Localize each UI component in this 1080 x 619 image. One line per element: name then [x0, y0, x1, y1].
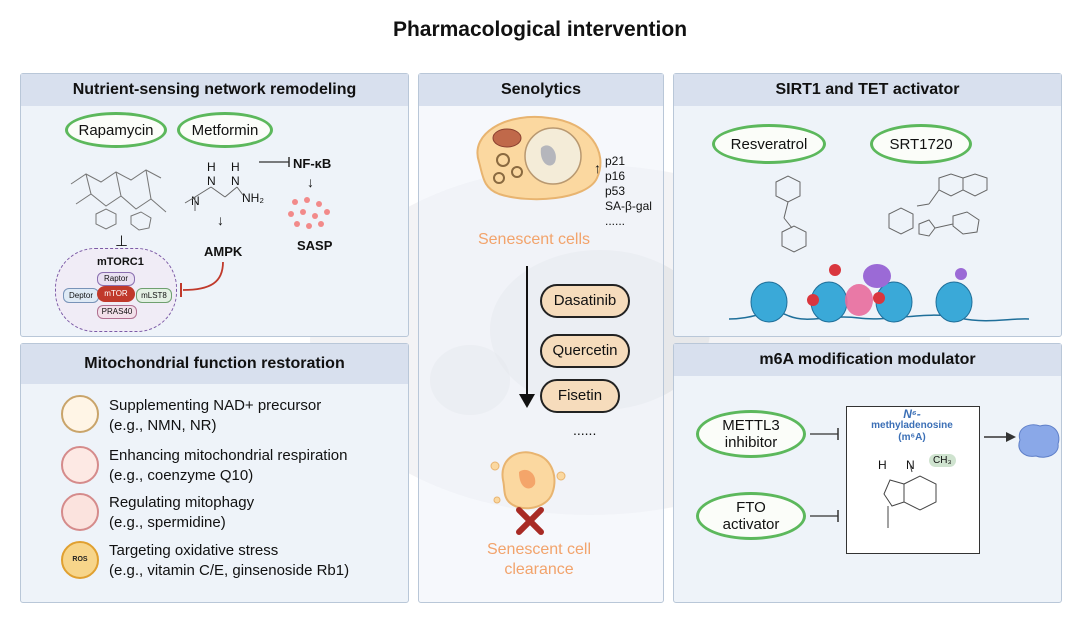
chromatin-icon — [728, 264, 1030, 323]
mitochondrial-panel: Mitochondrial function restoration Suppl… — [20, 343, 409, 603]
senescent-cells-label: Senescent cells — [477, 231, 591, 248]
marker-p16: p16 — [605, 169, 626, 183]
m6a-ch3-label: CH₃ — [929, 454, 956, 467]
senolytics-panel-header: Senolytics — [419, 74, 663, 106]
nfkb-down-arrow: ↓ — [307, 174, 314, 190]
mito-item-2-line1: Enhancing mitochondrial respiration — [109, 447, 348, 464]
metformin-oval: Metformin — [177, 112, 273, 148]
clearance-label: Senescent cell clearance — [459, 540, 619, 580]
m6a-title-3: (m⁶A) — [898, 432, 926, 443]
mito-item-2-line2: (e.g., coenzyme Q10) — [109, 467, 254, 484]
marker-more: ...... — [605, 214, 626, 228]
resveratrol-structure-icon — [775, 175, 807, 253]
metformin-n2: N — [231, 174, 240, 188]
mito-item-1: Supplementing NAD+ precursor (e.g., NMN,… — [109, 396, 321, 436]
mettl3-inhibitor-oval: METTL3 inhibitor — [696, 410, 806, 458]
marker-up-arrow: ↑ — [594, 160, 601, 176]
clearance-x-icon — [516, 507, 544, 535]
metformin-down-arrow: ↓ — [217, 212, 224, 228]
quercetin-pill: Quercetin — [540, 334, 630, 368]
clearance-line1: Senescent cell — [486, 541, 592, 558]
metformin-h1: H — [207, 160, 216, 174]
marker-sa-beta-gal: SA-β-gal — [605, 199, 652, 213]
clearance-arrow — [519, 266, 535, 408]
rapamycin-inhibit-symbol: ⊥ — [115, 233, 129, 250]
mitochondrion-icon — [61, 446, 99, 484]
nfkb-label: NF-κB — [293, 156, 332, 171]
m6a-output-arrow — [984, 432, 1016, 442]
fto-activator-oval: FTO activator — [696, 492, 806, 540]
srt1720-oval: SRT1720 — [870, 124, 972, 164]
nutrient-panel-header: Nutrient-sensing network remodeling — [21, 74, 408, 106]
deptor-protein: Deptor — [63, 288, 99, 303]
m6a-panel-header: m6A modification modulator — [674, 344, 1061, 376]
marker-p53: p53 — [605, 184, 626, 198]
ros-label: ROS — [72, 556, 88, 563]
srt1720-structure-icon — [888, 173, 988, 237]
raptor-protein: Raptor — [97, 272, 135, 286]
mettl3-inhibit-line — [810, 428, 839, 440]
mito-item-2: Enhancing mitochondrial respiration (e.g… — [109, 446, 347, 486]
ros-icon: ROS — [61, 541, 99, 579]
resveratrol-oval: Resveratrol — [712, 124, 826, 164]
metformin-h2: H — [231, 160, 240, 174]
mtor-protein: mTOR — [97, 286, 135, 302]
nutrient-sensing-panel: Nutrient-sensing network remodeling Rapa… — [20, 73, 409, 337]
mettl3-line2: inhibitor — [724, 434, 778, 451]
page-title: Pharmacological intervention — [392, 18, 688, 41]
senescence-markers: p21 p16 p53 SA-β-gal ...... — [605, 154, 652, 229]
mito-panel-header: Mitochondrial function restoration — [21, 344, 408, 384]
marker-p21: p21 — [605, 154, 626, 168]
m6a-panel: m6A modification modulator METTL3 inhibi… — [673, 343, 1062, 603]
senescent-cell-icon — [476, 115, 602, 201]
mlst8-protein: mLST8 — [136, 288, 172, 303]
metformin-n1: N — [207, 174, 216, 188]
m6a-title-2: methyladenosine — [871, 420, 953, 431]
rapamycin-oval: Rapamycin — [65, 112, 167, 148]
protein-product-icon — [1018, 424, 1060, 458]
fto-line1: FTO — [736, 499, 766, 516]
adenine-structure-icon — [883, 463, 937, 528]
clearance-line2: clearance — [504, 561, 574, 578]
mettl3-line1: METTL3 — [722, 417, 780, 434]
ampk-label: AMPK — [204, 244, 243, 259]
mito-item-4: Targeting oxidative stress (e.g., vitami… — [109, 541, 349, 581]
sirt1-tet-panel: SIRT1 and TET activator Resveratrol SRT1… — [673, 73, 1062, 337]
ampk-mtorc1-inhibit-line — [180, 261, 224, 297]
fto-line2: activator — [722, 516, 780, 533]
metformin-structure-icon — [184, 186, 244, 211]
sasp-dots-icon — [288, 197, 330, 229]
mitophagy-icon — [61, 493, 99, 531]
mtorc1-label: mTORC1 — [97, 256, 144, 268]
rapamycin-structure-icon — [70, 169, 167, 231]
dasatinib-pill: Dasatinib — [540, 284, 630, 318]
mito-item-1-line2: (e.g., NMN, NR) — [109, 417, 217, 434]
senolytics-panel: Senolytics ↑ p21 p16 p53 SA-β-gal ......… — [418, 73, 664, 603]
metformin-nfkb-inhibit-line — [259, 157, 290, 167]
fisetin-pill: Fisetin — [540, 379, 620, 413]
m6a-h-label: H — [878, 458, 887, 472]
pras40-protein: PRAS40 — [97, 305, 137, 319]
m6a-title-1: N⁶- — [903, 407, 921, 421]
drugs-more: ...... — [573, 422, 597, 438]
nad-molecule-icon — [61, 395, 99, 433]
mito-item-4-line2: (e.g., vitamin C/E, ginsenoside Rb1) — [109, 562, 350, 579]
mito-item-4-line1: Targeting oxidative stress — [109, 542, 279, 559]
mito-item-3-line2: (e.g., spermidine) — [109, 514, 226, 531]
mito-item-3: Regulating mitophagy (e.g., spermidine) — [109, 493, 254, 533]
sasp-label: SASP — [297, 238, 333, 253]
sirt1-panel-header: SIRT1 and TET activator — [674, 74, 1061, 106]
fto-inhibit-line — [810, 510, 839, 522]
metformin-nh2: NH₂ — [242, 191, 264, 205]
mito-item-1-line1: Supplementing NAD+ precursor — [109, 397, 322, 414]
mito-item-3-line1: Regulating mitophagy — [109, 494, 255, 511]
m6a-box-title: N⁶- methyladenosine (m⁶A) — [846, 408, 978, 444]
apoptotic-cell-icon — [490, 451, 566, 510]
